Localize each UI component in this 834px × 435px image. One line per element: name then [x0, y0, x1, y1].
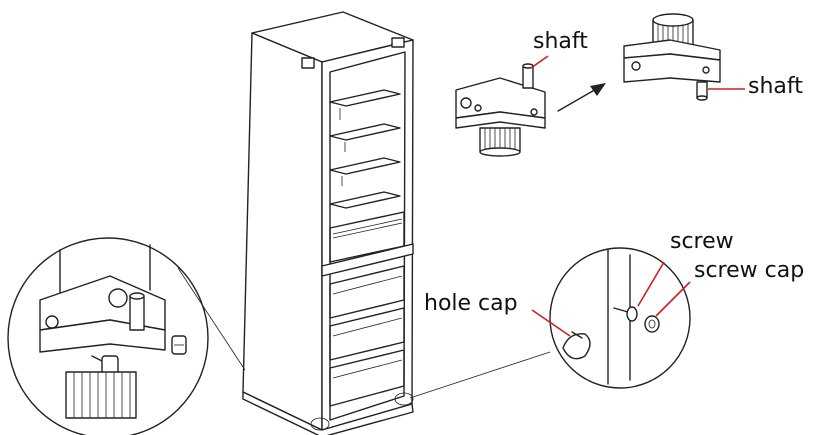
leader-screw-cap — [655, 281, 691, 317]
hole-cap-part — [562, 331, 591, 360]
shaft-before — [522, 65, 534, 89]
zoom-circle-right — [549, 247, 691, 389]
freezer-drawers — [329, 265, 405, 407]
hinge-after — [623, 13, 721, 101]
screw-part — [613, 306, 638, 322]
leader-screw — [637, 261, 665, 307]
label-shaft-right: shaft — [748, 74, 803, 99]
leader-hole-cap — [531, 309, 571, 337]
screw-cap-part — [644, 315, 660, 333]
transition-arrow — [557, 83, 606, 112]
zoom-detail-right — [409, 247, 691, 399]
top-hinge-right — [391, 37, 405, 48]
zoom-shaft — [129, 295, 145, 331]
zoom-screw-lower — [91, 355, 119, 375]
zoom-knob — [65, 371, 137, 419]
zoom-circle-left — [7, 237, 209, 435]
zoom-detail-left — [7, 237, 246, 435]
label-shaft-top: shaft — [533, 29, 588, 54]
zoom-screw-right — [171, 335, 187, 355]
fridge-shelves — [329, 89, 401, 209]
refrigerator — [242, 11, 414, 435]
freezer-divider — [321, 243, 414, 277]
hinge-before — [455, 63, 546, 157]
label-screw-cap: screw cap — [694, 258, 805, 283]
label-screw: screw — [670, 229, 734, 254]
leader-shaft-top — [530, 55, 549, 69]
fridge-side — [242, 32, 323, 431]
top-hinge-left — [301, 57, 315, 69]
label-hole-cap: hole cap — [424, 291, 518, 316]
foot-circle-right — [394, 392, 414, 406]
foot-circle-left — [310, 417, 330, 431]
fridge-front — [321, 39, 414, 431]
